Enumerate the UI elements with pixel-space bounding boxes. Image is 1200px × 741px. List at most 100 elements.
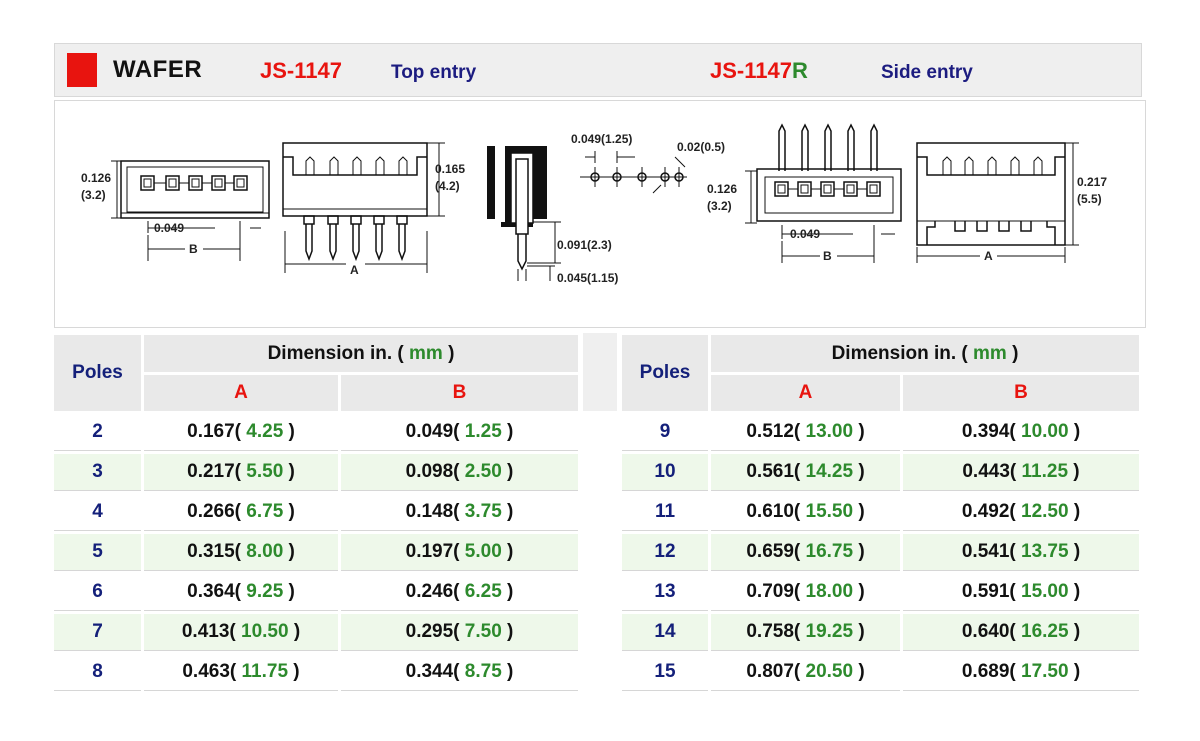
a-inch: 0.266( bbox=[187, 501, 241, 522]
close-paren: ) bbox=[501, 541, 514, 562]
b-cell: 0.148( 3.75 ) bbox=[341, 494, 578, 531]
close-paren: ) bbox=[501, 421, 514, 442]
dim-height-mm: (3.2) bbox=[81, 188, 106, 202]
table-row: 4 0.266( 6.75 ) 0.148( 3.75 ) bbox=[54, 494, 578, 531]
table-row: 3 0.217( 5.50 ) 0.098( 2.50 ) bbox=[54, 454, 578, 491]
close-paren: ) bbox=[501, 581, 514, 602]
column-a-header: A bbox=[144, 375, 338, 411]
close-paren: ) bbox=[501, 661, 514, 682]
close-paren: ) bbox=[853, 461, 865, 482]
b-inch: 0.492( bbox=[961, 501, 1016, 522]
connector-drawings: 0.126 (3.2) 0.049 B bbox=[81, 123, 1107, 285]
a-inch: 0.512( bbox=[746, 421, 801, 442]
close-paren: ) bbox=[283, 501, 295, 522]
poles-cell: 7 bbox=[54, 614, 141, 651]
a-inch: 0.413( bbox=[181, 621, 236, 642]
side-dim-pitch: 0.049 bbox=[790, 227, 820, 241]
dim-body-mm: (4.2) bbox=[435, 179, 460, 193]
table-row: 2 0.167( 4.25 ) 0.049( 1.25 ) bbox=[54, 414, 578, 451]
side-dim-body-in: 0.217 bbox=[1077, 175, 1107, 189]
b-inch: 0.049( bbox=[405, 421, 460, 442]
table-row: 7 0.413( 10.50 ) 0.295( 7.50 ) bbox=[54, 614, 578, 651]
close-paren: ) bbox=[1068, 461, 1080, 482]
dim-body-in: 0.165 bbox=[435, 162, 465, 176]
a-mm: 18.00 bbox=[800, 581, 854, 602]
b-inch: 0.394( bbox=[961, 421, 1016, 442]
a-mm: 16.75 bbox=[800, 541, 854, 562]
poles-header: Poles bbox=[54, 335, 141, 411]
entry-type-top: Top entry bbox=[391, 62, 477, 83]
close-paren: ) bbox=[288, 661, 300, 682]
a-cell: 0.807( 20.50 ) bbox=[711, 654, 900, 691]
b-mm: 17.50 bbox=[1015, 661, 1069, 682]
poles-cell: 10 bbox=[622, 454, 708, 491]
b-mm: 15.00 bbox=[1015, 581, 1069, 602]
close-paren: ) bbox=[1068, 581, 1081, 602]
poles-cell: 5 bbox=[54, 534, 141, 571]
entry-type-side: Side entry bbox=[881, 62, 973, 83]
dimension-header-mm: mm bbox=[403, 342, 449, 364]
a-inch: 0.709( bbox=[746, 581, 801, 602]
poles-cell: 9 bbox=[622, 414, 708, 451]
a-cell: 0.217( 5.50 ) bbox=[144, 454, 338, 491]
table-spacer bbox=[583, 333, 617, 411]
table-row: 12 0.659( 16.75 ) 0.541( 13.75 ) bbox=[622, 534, 1139, 571]
red-square-icon bbox=[67, 53, 97, 87]
b-inch: 0.541( bbox=[961, 541, 1016, 562]
side-dim-height-in: 0.126 bbox=[707, 182, 737, 196]
a-inch: 0.610( bbox=[746, 501, 801, 522]
poles-cell: 15 bbox=[622, 654, 708, 691]
close-paren: ) bbox=[1068, 541, 1081, 562]
table-row: 5 0.315( 8.00 ) 0.197( 5.00 ) bbox=[54, 534, 578, 571]
a-mm: 20.50 bbox=[800, 661, 854, 682]
dim-pitch: 0.049 bbox=[154, 221, 184, 235]
poles-cell: 13 bbox=[622, 574, 708, 611]
side-entry-side-view: 0.217 (5.5) A bbox=[916, 142, 1107, 263]
dimension-header-prefix: Dimension in. ( bbox=[267, 342, 404, 364]
column-b-header: B bbox=[903, 375, 1139, 411]
dimension-header-prefix: Dimension in. ( bbox=[831, 342, 968, 364]
b-inch: 0.197( bbox=[405, 541, 460, 562]
side-dim-label-b: B bbox=[823, 249, 832, 263]
a-inch: 0.364( bbox=[187, 581, 241, 602]
a-mm: 9.25 bbox=[241, 581, 284, 602]
close-paren: ) bbox=[853, 501, 865, 522]
a-inch: 0.758( bbox=[746, 621, 801, 642]
pcb-hole-pattern: 0.049(1.25) 0.02(0.5) bbox=[571, 132, 725, 194]
b-mm: 8.75 bbox=[459, 661, 502, 682]
a-inch: 0.217( bbox=[187, 461, 241, 482]
close-paren: ) bbox=[853, 541, 865, 562]
b-mm: 13.75 bbox=[1015, 541, 1069, 562]
dimension-header-mm: mm bbox=[967, 342, 1013, 364]
close-paren: ) bbox=[283, 541, 295, 562]
column-b-header: B bbox=[341, 375, 578, 411]
poles-cell: 11 bbox=[622, 494, 708, 531]
close-paren: ) bbox=[501, 461, 514, 482]
a-mm: 5.50 bbox=[241, 461, 284, 482]
poles-cell: 3 bbox=[54, 454, 141, 491]
a-inch: 0.659( bbox=[746, 541, 801, 562]
side-entry-front-view: 0.126 (3.2) 0.049 B bbox=[707, 123, 902, 263]
b-mm: 16.25 bbox=[1015, 621, 1069, 642]
b-cell: 0.197( 5.00 ) bbox=[341, 534, 578, 571]
product-family: WAFER bbox=[113, 56, 203, 83]
b-cell: 0.443( 11.25 ) bbox=[903, 454, 1139, 491]
top-entry-front-view: 0.126 (3.2) 0.049 B bbox=[81, 160, 270, 261]
b-mm: 1.25 bbox=[459, 421, 502, 442]
a-mm: 19.25 bbox=[800, 621, 854, 642]
a-mm: 4.25 bbox=[241, 421, 284, 442]
b-mm: 7.50 bbox=[459, 621, 502, 642]
a-cell: 0.610( 15.50 ) bbox=[711, 494, 900, 531]
table-row: 13 0.709( 18.00 ) 0.591( 15.00 ) bbox=[622, 574, 1139, 611]
part-number-side-suffix: R bbox=[791, 58, 808, 83]
side-dim-label-a: A bbox=[984, 249, 993, 263]
a-inch: 0.561( bbox=[746, 461, 801, 482]
dimension-header: Dimension in. ( mm ) bbox=[711, 335, 1139, 372]
dim-pin-length: 0.091(2.3) bbox=[557, 238, 612, 252]
b-cell: 0.640( 16.25 ) bbox=[903, 614, 1139, 651]
a-cell: 0.758( 19.25 ) bbox=[711, 614, 900, 651]
dim-label-b: B bbox=[189, 242, 198, 256]
close-paren: ) bbox=[853, 621, 865, 642]
dimension-header-suffix: ) bbox=[1012, 342, 1019, 364]
b-cell: 0.591( 15.00 ) bbox=[903, 574, 1139, 611]
